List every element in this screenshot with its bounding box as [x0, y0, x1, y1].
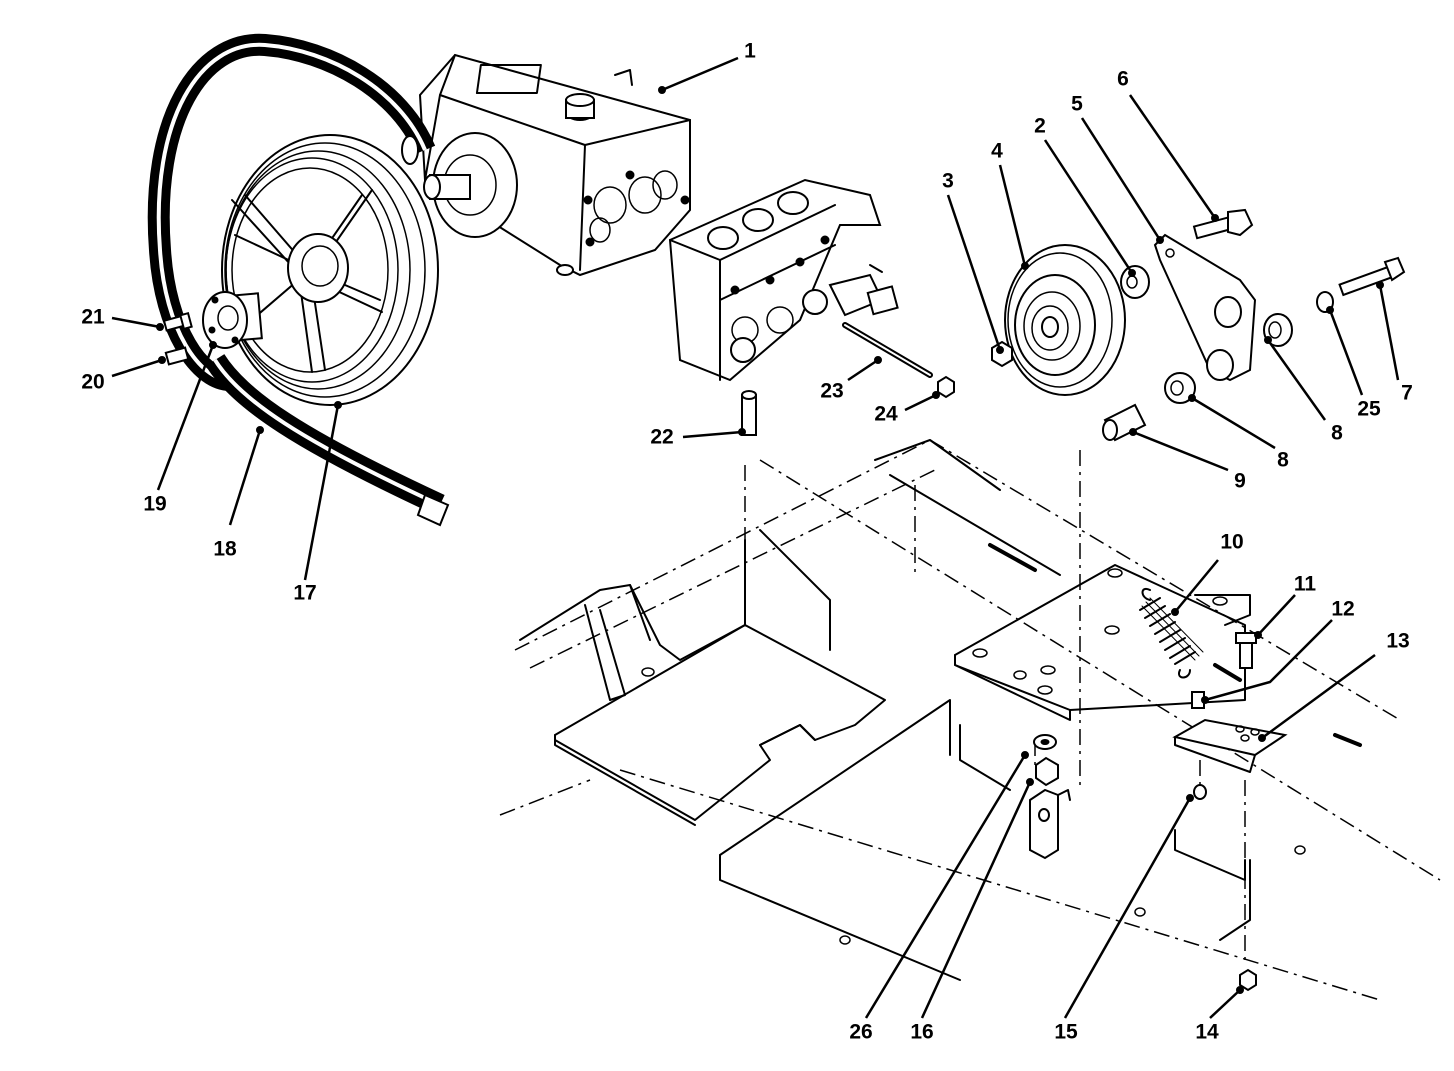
callout-26: 26 — [849, 1021, 872, 1044]
callout-3: 3 — [942, 170, 954, 193]
pivot-washer-lower — [1033, 734, 1057, 750]
callout-1: 1 — [744, 40, 756, 63]
callout-7: 7 — [1401, 382, 1413, 405]
pivot-nut — [1035, 756, 1059, 787]
screw-nut — [1193, 784, 1207, 800]
taper-hub — [202, 291, 263, 349]
callout-9: 9 — [1234, 470, 1246, 493]
callout-25: 25 — [1357, 398, 1381, 421]
callout-labels: 1 2 3 4 5 6 7 8 8 9 10 11 12 13 14 15 16… — [81, 40, 1413, 1044]
bushing-lower — [1164, 372, 1196, 404]
bracket-nut — [1239, 968, 1257, 992]
pump-body — [418, 53, 691, 277]
callout-8b: 8 — [1277, 449, 1289, 472]
hub-screw — [162, 311, 193, 332]
hub-key — [164, 346, 190, 366]
callout-22: 22 — [650, 426, 673, 449]
callout-12: 12 — [1331, 598, 1354, 621]
callout-21: 21 — [81, 306, 105, 329]
callout-5: 5 — [1071, 93, 1083, 116]
callout-11: 11 — [1294, 573, 1317, 596]
stud-nut — [937, 375, 955, 399]
callout-8: 8 — [1331, 422, 1343, 445]
callout-20: 20 — [81, 371, 104, 394]
callout-23: 23 — [820, 380, 843, 403]
callout-4: 4 — [991, 140, 1003, 163]
manifold-stud — [842, 322, 933, 378]
idler-nut — [991, 340, 1013, 368]
spring-bracket — [1172, 718, 1288, 773]
drive-belt — [147, 33, 450, 527]
callout-6: 6 — [1117, 68, 1129, 91]
drive-pulley — [221, 134, 439, 406]
bracket-bolt — [1235, 632, 1257, 669]
callout-10: 10 — [1220, 531, 1243, 554]
callout-2: 2 — [1034, 115, 1046, 138]
callout-24: 24 — [874, 403, 898, 426]
callout-18: 18 — [213, 538, 237, 561]
manifold-head — [668, 178, 899, 382]
dowel-pin — [741, 390, 757, 436]
clevis-plate — [1029, 788, 1071, 860]
callout-15: 15 — [1054, 1021, 1078, 1044]
callout-17: 17 — [293, 582, 316, 605]
callout-16: 16 — [910, 1021, 933, 1044]
pivot-tube — [1102, 403, 1147, 442]
idler-spacer — [1120, 265, 1150, 299]
frame-chassis — [499, 439, 1441, 1001]
leader-lines — [111, 56, 1400, 1019]
idler-pulley — [1004, 244, 1126, 396]
arm-bolt — [1192, 208, 1254, 240]
callout-19: 19 — [143, 493, 166, 516]
pivot-bolt — [1338, 256, 1406, 297]
tension-spring — [1139, 587, 1204, 679]
idler-arm — [1153, 233, 1257, 382]
callout-13: 13 — [1386, 630, 1409, 653]
callout-14: 14 — [1195, 1021, 1219, 1044]
